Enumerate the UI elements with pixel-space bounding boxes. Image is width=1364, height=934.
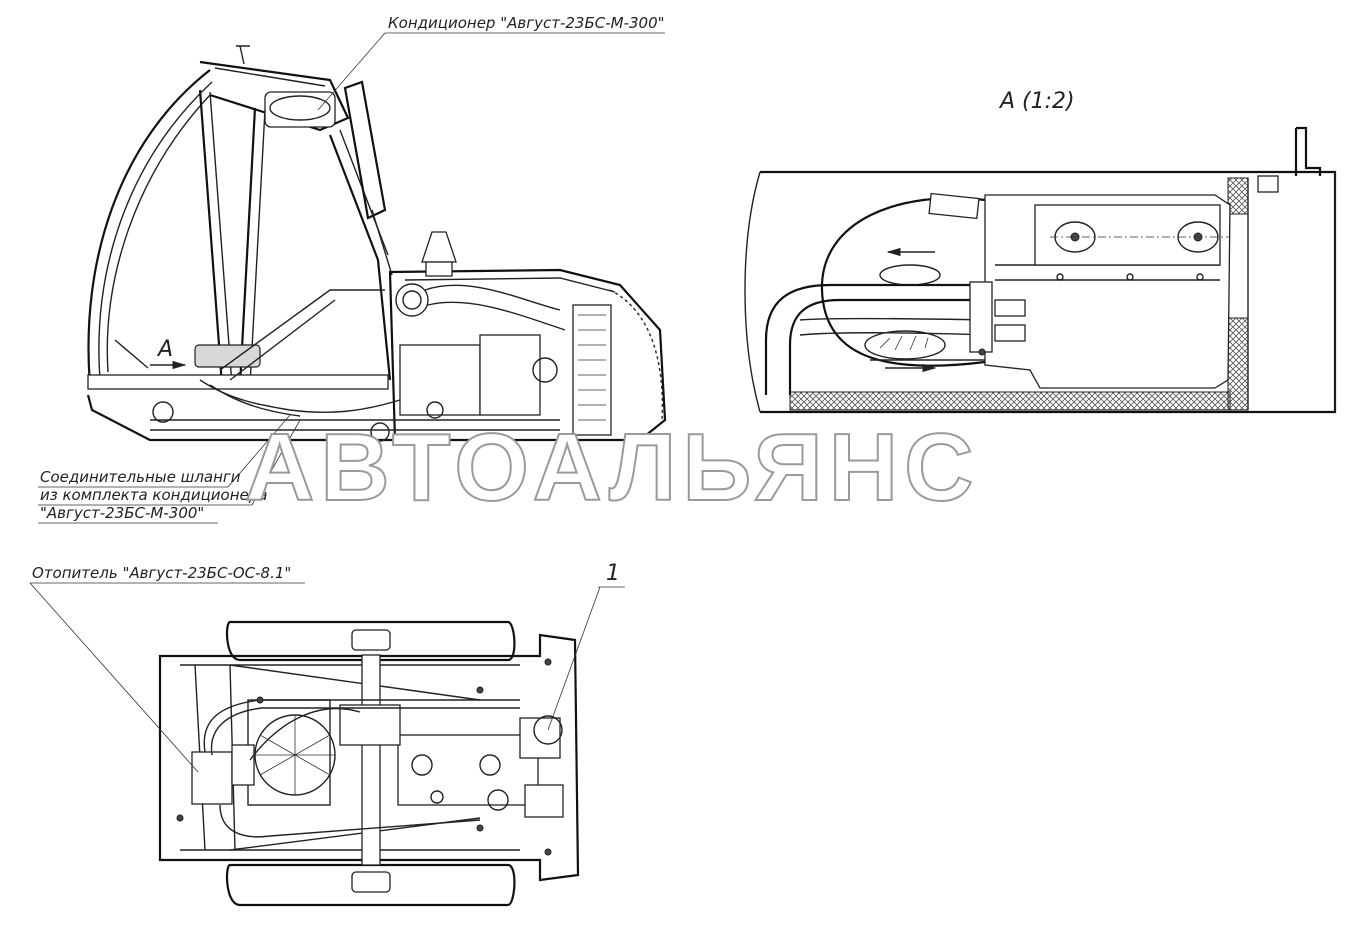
side-view: А <box>86 45 667 442</box>
svg-text:"Август-23БС-М-300": "Август-23БС-М-300" <box>40 504 204 522</box>
conditioner-leader <box>317 32 386 111</box>
detail-title: А (1:2) <box>998 89 1075 114</box>
heater-label: Отопитель "Август-23БС-ОС-8.1" <box>32 564 291 582</box>
heater-leader <box>29 582 199 773</box>
svg-text:Соединительные шланги: Соединительные шланги <box>40 468 241 486</box>
callout-1-leader <box>547 586 601 731</box>
callout-1: 1 <box>606 561 620 586</box>
conditioner-label: Кондиционер "Август-23БС-М-300" <box>388 14 665 32</box>
watermark: АВТОАЛЬЯНС <box>245 414 979 521</box>
view-a-marker: А <box>156 337 173 362</box>
svg-text:из комплекта кондиционера: из комплекта кондиционера <box>40 486 267 504</box>
plan-view <box>158 620 580 907</box>
hoses-label: Соединительные шланги из комплекта конди… <box>38 414 301 524</box>
detail-view-a <box>744 126 1337 414</box>
